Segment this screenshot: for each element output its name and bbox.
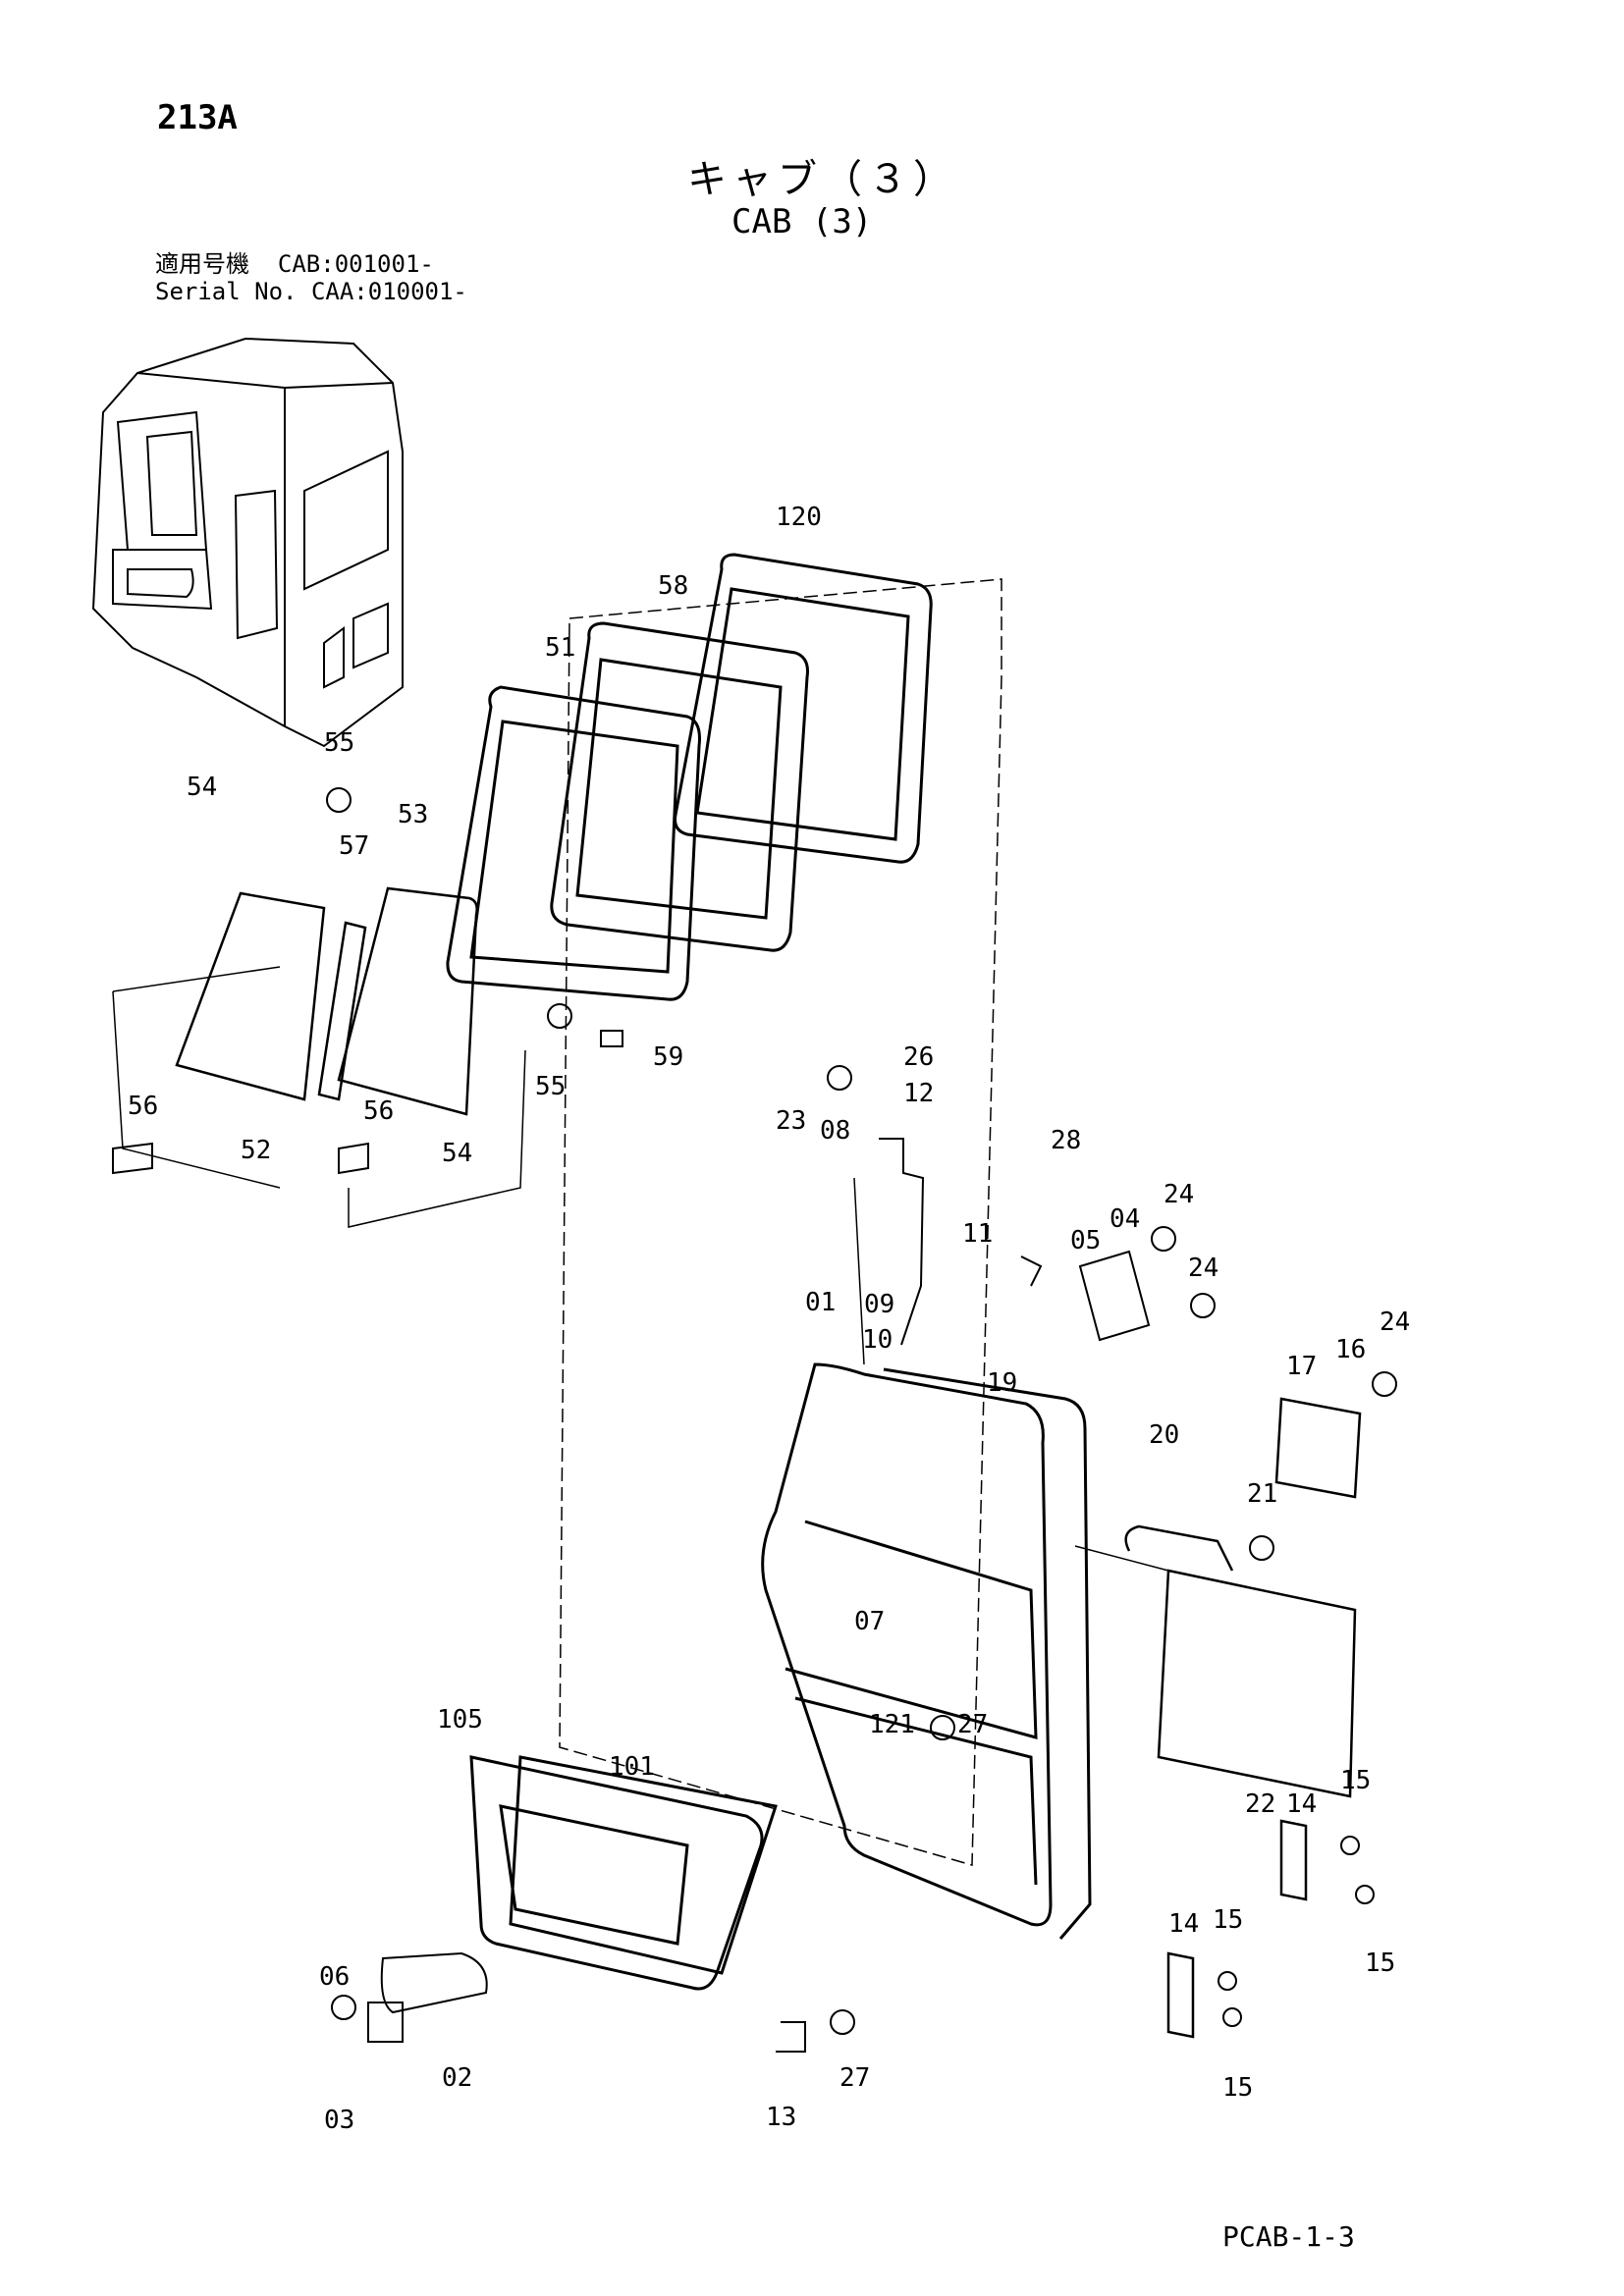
part-label-27: 27 — [957, 1710, 988, 1739]
part-label-22: 22 — [1245, 1789, 1275, 1819]
window-frames-and-seals — [446, 553, 1002, 1866]
part-label-13: 13 — [766, 2103, 796, 2132]
serial-applicability: 適用号機 CAB:001001- Serial No. CAA:010001- — [155, 250, 467, 305]
part-label-16: 16 — [1335, 1335, 1366, 1364]
serial-en: Serial No. CAA:010001- — [155, 278, 467, 305]
part-label-57: 57 — [339, 831, 369, 861]
rear-window-assembly — [469, 1755, 778, 1991]
part-label-24: 24 — [1164, 1180, 1194, 1209]
part-label-120: 120 — [776, 503, 822, 532]
part-label-23: 23 — [776, 1106, 806, 1136]
part-label-105: 105 — [437, 1705, 483, 1735]
part-label-15: 15 — [1222, 2073, 1253, 2103]
title-english: CAB (3) — [731, 202, 873, 241]
part-label-14: 14 — [1168, 1909, 1199, 1939]
small-hardware — [112, 787, 1397, 2053]
part-label-19: 19 — [987, 1368, 1017, 1398]
part-label-17: 17 — [1286, 1352, 1317, 1381]
part-label-21: 21 — [1247, 1479, 1277, 1509]
part-label-51: 51 — [545, 633, 575, 663]
part-label-54: 54 — [187, 773, 217, 802]
part-label-09: 09 — [864, 1290, 894, 1319]
part-label-121: 121 — [869, 1710, 915, 1739]
part-label-15: 15 — [1365, 1949, 1395, 1978]
part-label-20: 20 — [1149, 1420, 1179, 1450]
part-label-04: 04 — [1110, 1204, 1140, 1234]
part-label-54: 54 — [442, 1139, 472, 1168]
part-label-59: 59 — [653, 1042, 683, 1072]
sliding-glass-assembly — [112, 886, 526, 1228]
part-label-08: 08 — [820, 1116, 850, 1146]
part-label-55: 55 — [324, 728, 354, 758]
part-label-01: 01 — [805, 1288, 836, 1317]
part-label-53: 53 — [398, 800, 428, 829]
cab-overview-illustration — [91, 337, 404, 748]
part-labels: 120 58 51 55 54 57 53 59 56 52 54 55 56 26 12 23 08 28 11 2… — [128, 503, 1410, 2135]
part-label-10: 10 — [862, 1325, 893, 1355]
door-assembly — [761, 1362, 1092, 1940]
part-label-24: 24 — [1188, 1254, 1218, 1283]
part-label-03: 03 — [324, 2106, 354, 2135]
part-label-27: 27 — [839, 2063, 870, 2093]
part-label-56: 56 — [128, 1092, 158, 1121]
page-code: 213A — [157, 98, 238, 137]
part-label-14: 14 — [1286, 1789, 1317, 1819]
part-label-56: 56 — [363, 1096, 394, 1126]
inner-panel-assembly — [853, 1138, 1362, 2039]
part-label-52: 52 — [241, 1136, 271, 1165]
part-label-58: 58 — [658, 571, 688, 601]
part-label-06: 06 — [319, 1962, 350, 1992]
part-label-101: 101 — [609, 1752, 655, 1782]
serial-jp: 適用号機 CAB:001001- — [155, 250, 434, 278]
title-japanese: キャブ（３） — [687, 157, 958, 202]
part-label-11: 11 — [962, 1219, 993, 1249]
part-label-05: 05 — [1070, 1226, 1101, 1255]
part-label-12: 12 — [903, 1079, 934, 1108]
footer-page-code: PCAB-1-3 — [1222, 2220, 1355, 2253]
part-label-26: 26 — [903, 1042, 934, 1072]
part-label-15: 15 — [1213, 1905, 1243, 1935]
part-label-07: 07 — [854, 1607, 885, 1636]
part-label-15: 15 — [1340, 1766, 1371, 1795]
part-label-55: 55 — [535, 1072, 566, 1101]
part-label-28: 28 — [1051, 1126, 1081, 1155]
part-label-02: 02 — [442, 2063, 472, 2093]
part-label-24: 24 — [1380, 1308, 1410, 1337]
